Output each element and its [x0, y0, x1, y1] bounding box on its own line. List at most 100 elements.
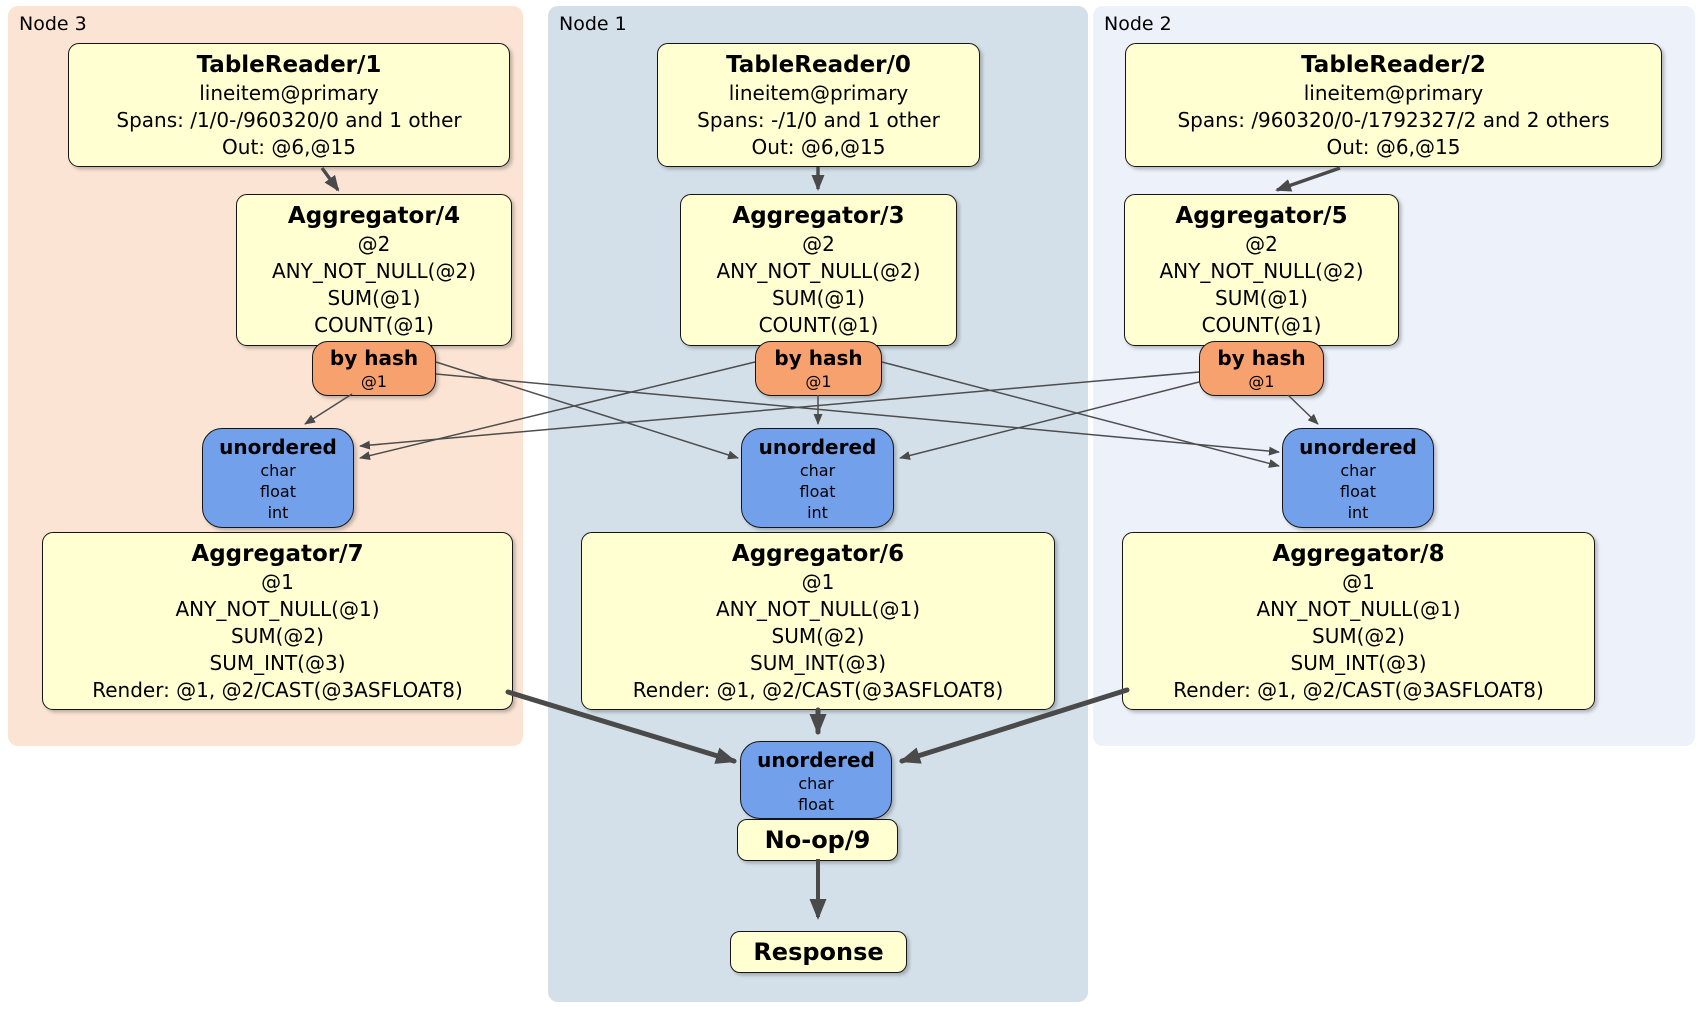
sync-line: char [1340, 461, 1376, 480]
aggregator-8-box: Aggregator/8 @1 ANY_NOT_NULL(@1) SUM(@2)… [1122, 532, 1595, 710]
box-line: COUNT(@1) [1201, 313, 1322, 337]
box-title: TableReader/2 [1301, 52, 1486, 78]
box-line: COUNT(@1) [314, 313, 434, 337]
box-line: @2 [357, 232, 391, 256]
box-line: ANY_NOT_NULL(@2) [1159, 259, 1364, 283]
aggregator-3-box: Aggregator/3 @2 ANY_NOT_NULL(@2) SUM(@1)… [680, 194, 957, 346]
box-line: lineitem@primary [728, 81, 909, 105]
sync-line: float [799, 482, 836, 501]
sync-line: int [807, 503, 828, 522]
box-line: Out: @6,@15 [1326, 135, 1461, 159]
sync-line: int [1347, 503, 1369, 522]
box-title: Response [753, 938, 884, 966]
hash-router-5: by hash @1 [1199, 341, 1324, 396]
router-line: @1 [1248, 372, 1275, 391]
box-line: ANY_NOT_NULL(@1) [175, 597, 380, 621]
box-line: Render: @1, @2/CAST(@3ASFLOAT8) [1173, 678, 1544, 702]
sync-title: unordered [758, 435, 877, 459]
box-line: Spans: -/1/0 and 1 other [697, 108, 940, 132]
box-line: @2 [802, 232, 835, 256]
noop-box: No-op/9 [737, 819, 898, 861]
node-panel-3: Node 3 TableReader/1 lineitem@primary Sp… [8, 6, 523, 746]
edge-router5-sync1 [899, 381, 1200, 460]
box-line: SUM(@2) [1312, 624, 1405, 648]
edge-router4-sync3 [304, 393, 353, 425]
sync-title: unordered [757, 748, 875, 772]
box-line: SUM(@2) [771, 624, 865, 648]
unordered-sync-2: unordered char float int [1282, 428, 1434, 528]
box-line: ANY_NOT_NULL(@1) [1256, 597, 1461, 621]
box-title: Aggregator/6 [731, 541, 905, 567]
box-line: SUM(@1) [327, 286, 421, 310]
node-panel-1: Node 1 TableReader/0 lineitem@primary Sp… [548, 6, 1088, 1002]
box-title: TableReader/0 [726, 52, 911, 78]
box-title: Aggregator/3 [732, 203, 905, 229]
box-line: Spans: /1/0-/960320/0 and 1 other [116, 108, 462, 132]
box-line: COUNT(@1) [758, 313, 879, 337]
box-title: Aggregator/5 [1175, 203, 1348, 229]
sync-line: float [260, 482, 296, 501]
edge-router4-sync2 [435, 373, 1280, 456]
box-line: SUM_INT(@3) [209, 651, 346, 675]
box-line: Render: @1, @2/CAST(@3ASFLOAT8) [632, 678, 1004, 702]
node-label-1: Node 1 [559, 13, 627, 35]
router-title: by hash [1217, 346, 1306, 370]
edge-tablereader1-aggregator4 [320, 167, 340, 192]
sync-title: unordered [1299, 435, 1417, 459]
box-line: @1 [261, 570, 294, 594]
box-line: ANY_NOT_NULL(@1) [716, 597, 920, 621]
node-label-3: Node 3 [19, 13, 87, 35]
box-line: Out: @6,@15 [751, 135, 886, 159]
box-line: SUM(@1) [1215, 286, 1308, 310]
box-title: Aggregator/4 [287, 203, 461, 229]
router-line: @1 [805, 372, 832, 391]
sync-line: float [798, 795, 834, 814]
sync-line: char [260, 461, 296, 480]
box-line: lineitem@primary [1303, 81, 1484, 105]
box-line: lineitem@primary [199, 81, 379, 105]
sync-line: char [799, 461, 836, 480]
aggregator-6-box: Aggregator/6 @1 ANY_NOT_NULL(@1) SUM(@2)… [581, 532, 1055, 710]
aggregator-4-box: Aggregator/4 @2 ANY_NOT_NULL(@2) SUM(@1)… [236, 194, 512, 346]
box-title: Aggregator/8 [1272, 541, 1445, 567]
router-title: by hash [329, 346, 419, 370]
box-title: No-op/9 [764, 826, 871, 854]
tablereader-1-box: TableReader/1 lineitem@primary Spans: /1… [68, 43, 510, 167]
edge-router3-sync3 [359, 361, 756, 461]
unordered-sync-1: unordered char float int [741, 428, 894, 528]
router-line: @1 [360, 372, 388, 391]
edge-aggregator8-finalsync [899, 687, 1130, 764]
box-title: Aggregator/7 [191, 541, 364, 567]
edge-tablereader2-aggregator5 [1275, 166, 1341, 192]
box-line: Render: @1, @2/CAST(@3ASFLOAT8) [92, 678, 463, 702]
edge-aggregator7-finalsync [505, 689, 737, 764]
sync-title: unordered [219, 435, 337, 459]
aggregator-7-box: Aggregator/7 @1 ANY_NOT_NULL(@1) SUM(@2)… [42, 532, 513, 710]
edge-router5-sync2 [1287, 394, 1319, 425]
edge-router5-sync3 [359, 371, 1200, 450]
sync-line: float [1340, 482, 1376, 501]
node-panel-2: Node 2 TableReader/2 lineitem@primary Sp… [1093, 6, 1695, 746]
unordered-sync-final: unordered char float [740, 741, 892, 819]
box-line: SUM(@2) [231, 624, 324, 648]
box-line: Spans: /960320/0-/1792327/2 and 2 others [1177, 108, 1610, 132]
edge-router3-sync2 [881, 361, 1280, 468]
tablereader-0-box: TableReader/0 lineitem@primary Spans: -/… [657, 43, 980, 167]
box-line: @1 [1342, 570, 1375, 594]
router-title: by hash [774, 346, 863, 370]
hash-router-4: by hash @1 [312, 341, 436, 396]
sync-line: char [798, 774, 834, 793]
box-line: ANY_NOT_NULL(@2) [272, 259, 476, 283]
box-line: Out: @6,@15 [222, 135, 356, 159]
box-line: ANY_NOT_NULL(@2) [716, 259, 921, 283]
box-line: SUM(@1) [772, 286, 865, 310]
response-box: Response [730, 931, 907, 973]
sync-line: int [267, 503, 289, 522]
box-line: SUM_INT(@3) [750, 651, 886, 675]
node-label-2: Node 2 [1104, 13, 1172, 35]
hash-router-3: by hash @1 [755, 341, 882, 396]
box-line: @2 [1245, 232, 1278, 256]
aggregator-5-box: Aggregator/5 @2 ANY_NOT_NULL(@2) SUM(@1)… [1124, 194, 1399, 346]
